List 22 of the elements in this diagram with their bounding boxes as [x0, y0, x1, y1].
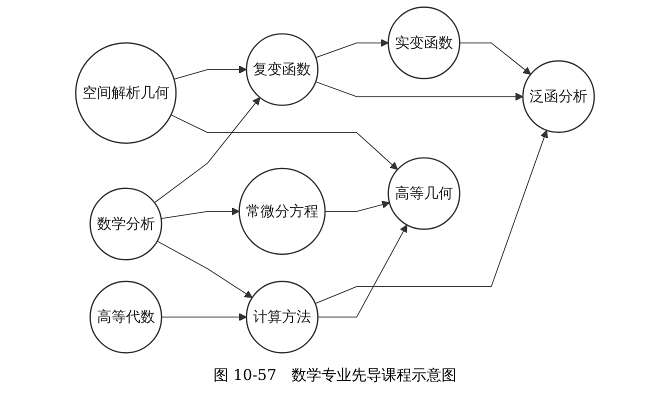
arrow: [459, 42, 532, 75]
arrow: [170, 114, 398, 170]
arrow: [156, 240, 253, 298]
arrow: [317, 224, 408, 318]
node-circle: 泛函分析: [522, 60, 595, 134]
arrow: [315, 38, 389, 58]
node-circle: 实变函数: [388, 6, 460, 80]
node-circle: 常微分方程: [238, 168, 326, 255]
node-circle: 高等几何: [388, 157, 460, 230]
node-circle: 计算方法: [246, 280, 319, 354]
arrow: [174, 66, 247, 80]
arrow: [154, 97, 260, 204]
node-circle: 高等代数: [90, 280, 162, 354]
arrow: [160, 207, 240, 220]
node-circle: 数学分析: [90, 188, 162, 260]
figure-caption: 图 10-57 数学专业先导课程示意图: [213, 366, 456, 385]
node-circle: 空间解析几何: [75, 42, 177, 144]
arrow: [324, 200, 390, 212]
arrow: [314, 130, 548, 304]
node-circle: 复变函数: [246, 33, 319, 106]
arrow: [315, 81, 524, 101]
arrow: [161, 313, 247, 322]
